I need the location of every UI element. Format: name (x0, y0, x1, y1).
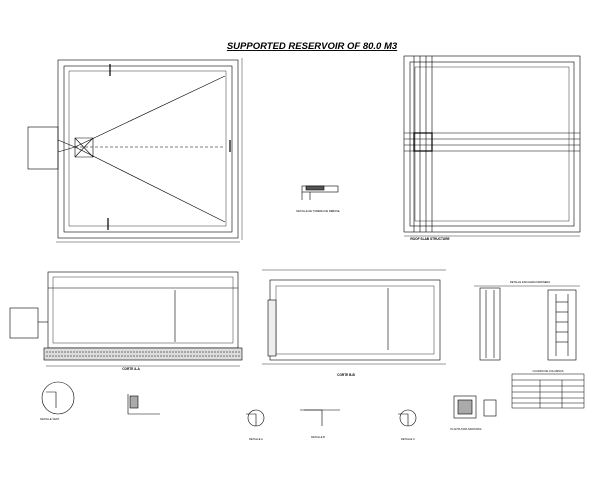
detail-vent (41, 381, 75, 415)
overflow-pipe-detail (301, 185, 339, 200)
detail-eaves-label: DETALLE DE TUBERIA DE REBOSE (296, 209, 340, 213)
title-block-header: CUADRO DE COLUMNAS (533, 369, 564, 373)
cover-plan-label: PLANTA TAPA SANITARIA (451, 427, 482, 431)
ladder-detail (474, 285, 580, 361)
detail-c-label: DETALLE C (401, 437, 415, 441)
drawing-title: SUPPORTED RESERVOIR OF 80.0 M3 (227, 41, 398, 52)
section-b-view (262, 269, 446, 365)
detail-anchor (127, 394, 160, 415)
roof-slab-label: ROOF SLAB STRUCTURE (410, 237, 449, 241)
reservoir-plan-view (27, 58, 243, 243)
detail-vent-label: DETALLE VENT. (40, 417, 60, 421)
detail-a (246, 409, 265, 427)
sanitary-cover-plan (453, 395, 497, 419)
roof-slab-plan-view (403, 55, 581, 237)
detail-b-label: DETALLE B (311, 435, 325, 439)
title-block-table (511, 373, 585, 409)
section-a-label: CORTE A-A (122, 367, 140, 371)
plan-annotation (34, 143, 35, 146)
detail-a-label: DETALLE A (249, 437, 263, 441)
section-b-label: CORTE B-B (337, 373, 355, 377)
section-a-view (9, 271, 243, 367)
detail-b (300, 409, 340, 426)
ladder-detail-label: DETALLE ESCALERA MARINERA (510, 280, 550, 284)
detail-c (398, 409, 417, 427)
